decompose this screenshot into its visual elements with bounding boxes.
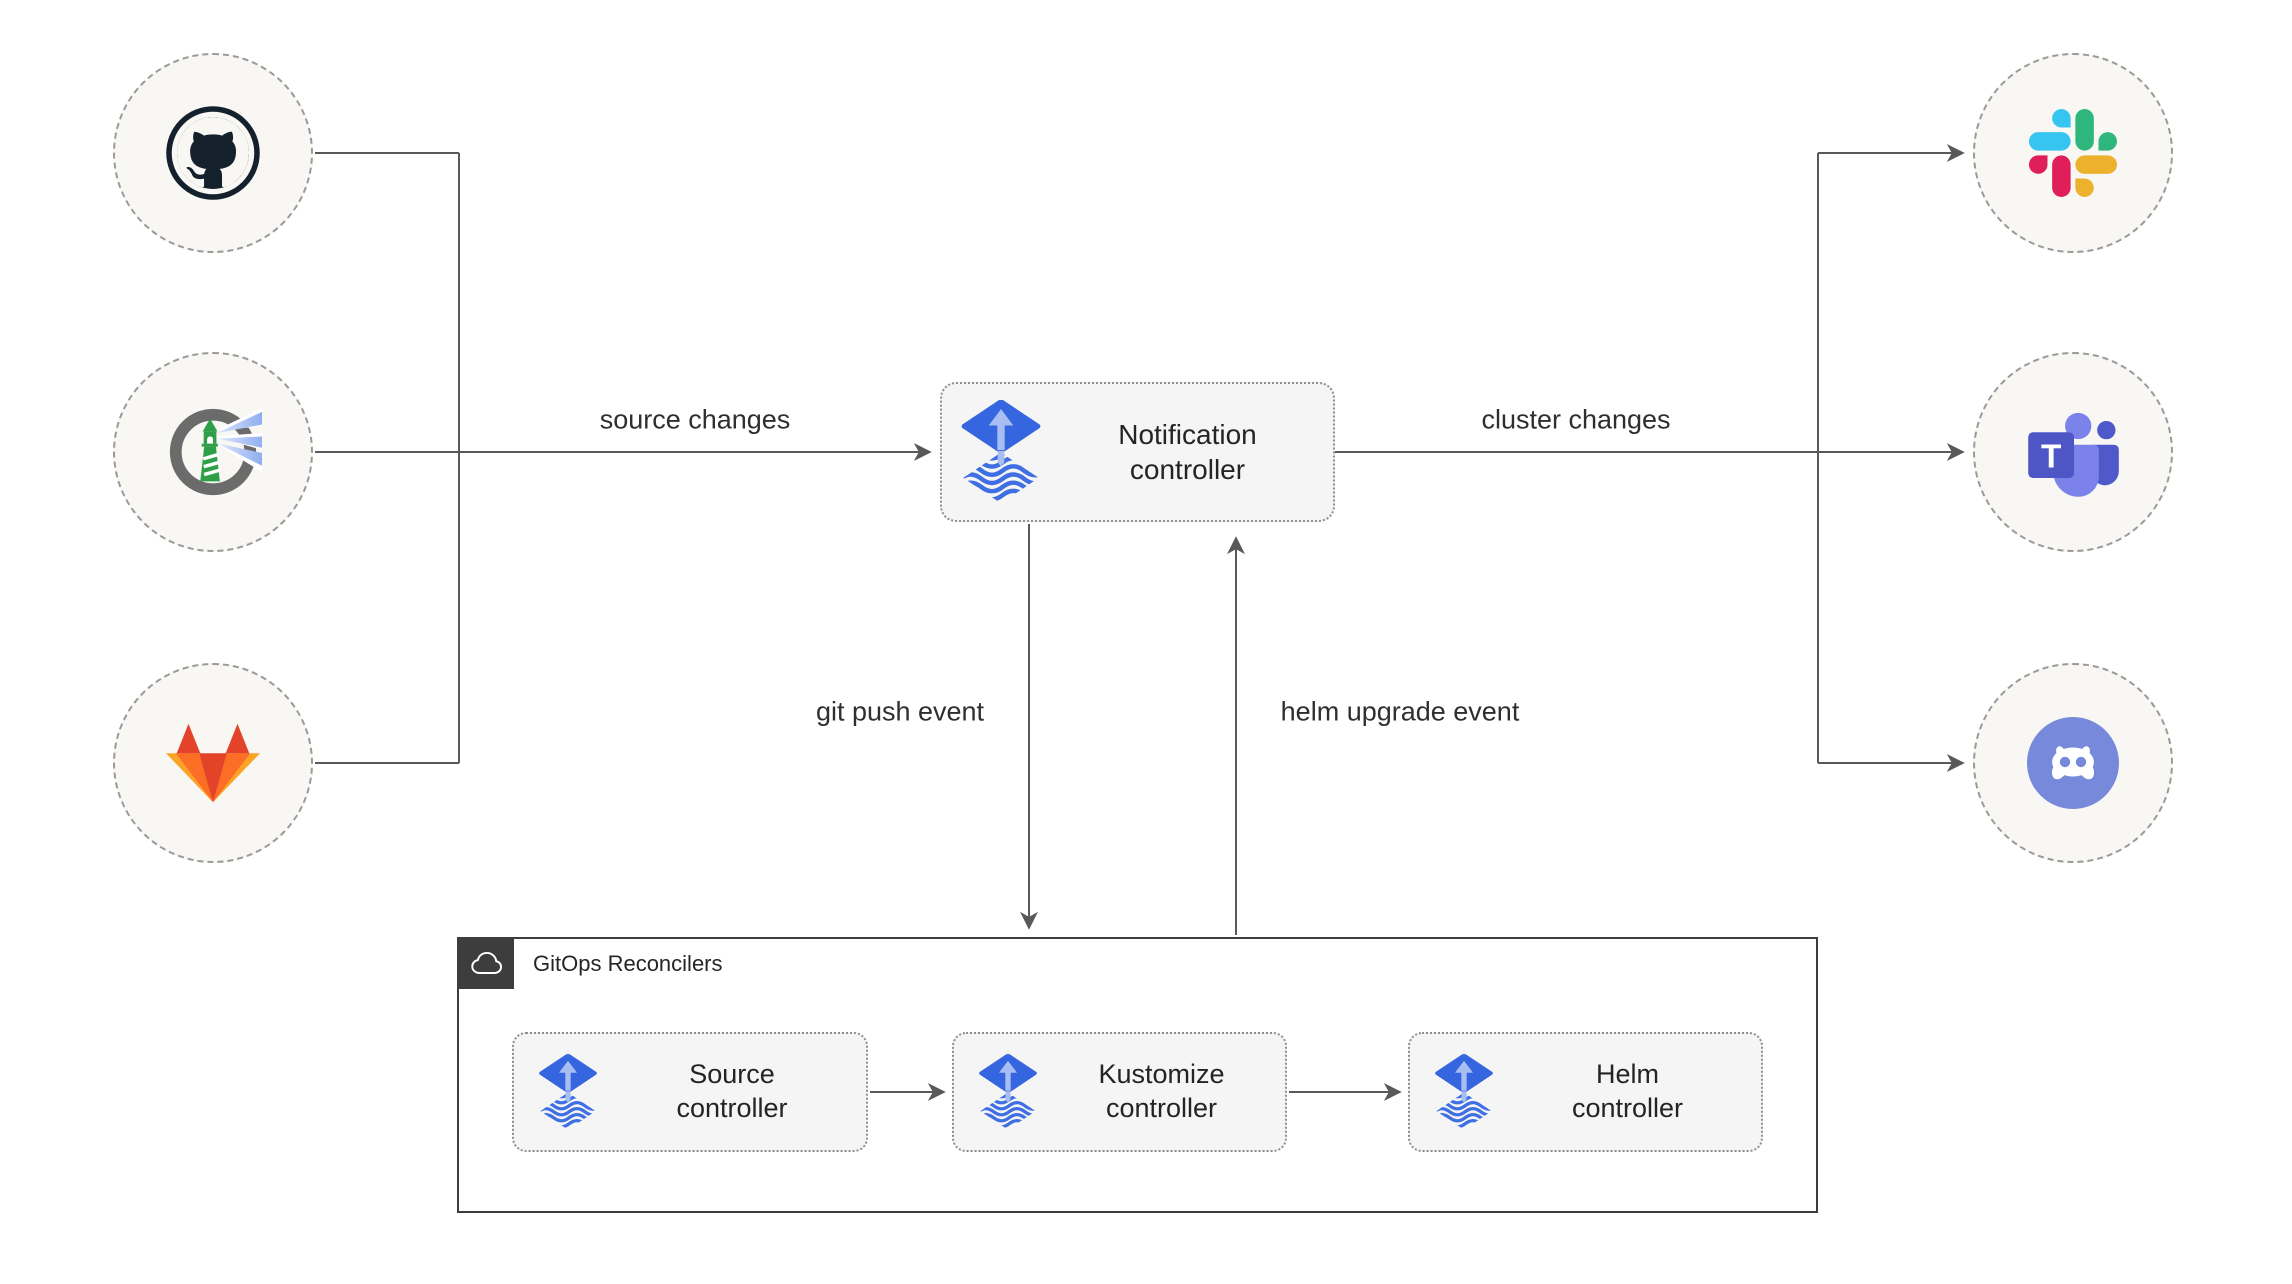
microsoft-teams-icon: T	[2028, 412, 2119, 497]
node-harbor	[113, 352, 313, 552]
edge-label-git-push-event: git push event	[815, 696, 985, 727]
gitlab-icon	[165, 723, 261, 803]
gitops-reconcilers-container: GitOps Reconcilers	[457, 937, 1818, 1213]
node-teams: T	[1973, 352, 2173, 552]
flux-icon	[1434, 1054, 1494, 1131]
harbor-registry-icon	[169, 407, 262, 496]
helm-controller-label: Helm controller	[1571, 1059, 1684, 1123]
edge-label-source-changes: source changes	[599, 404, 791, 435]
gitops-container-title: GitOps Reconcilers	[533, 951, 723, 976]
slack-icon	[2029, 109, 2117, 197]
edge-label-cluster-changes: cluster changes	[1481, 404, 1671, 435]
kustomize-controller-label: Kustomize controller	[1098, 1059, 1225, 1123]
source-controller-box: Source controller	[512, 1032, 868, 1152]
edge-label-helm-upgrade-event: helm upgrade event	[1280, 696, 1520, 727]
teams-letter: T	[2041, 439, 2061, 476]
helm-controller-box: Helm controller	[1408, 1032, 1763, 1152]
node-discord	[1973, 663, 2173, 863]
flux-icon	[960, 400, 1042, 505]
flux-icon	[978, 1054, 1038, 1131]
node-slack	[1973, 53, 2173, 253]
notification-controller-label: Notification controller	[1118, 419, 1257, 485]
node-gitlab	[113, 663, 313, 863]
kustomize-controller-box: Kustomize controller	[952, 1032, 1287, 1152]
github-icon	[166, 106, 260, 200]
discord-icon	[2027, 717, 2119, 809]
notification-controller-box: Notification controller	[940, 382, 1335, 522]
gitops-corner-badge	[459, 939, 514, 989]
flux-icon	[538, 1054, 598, 1131]
node-github	[113, 53, 313, 253]
cloud-icon	[470, 951, 502, 974]
source-controller-label: Source controller	[676, 1059, 788, 1123]
